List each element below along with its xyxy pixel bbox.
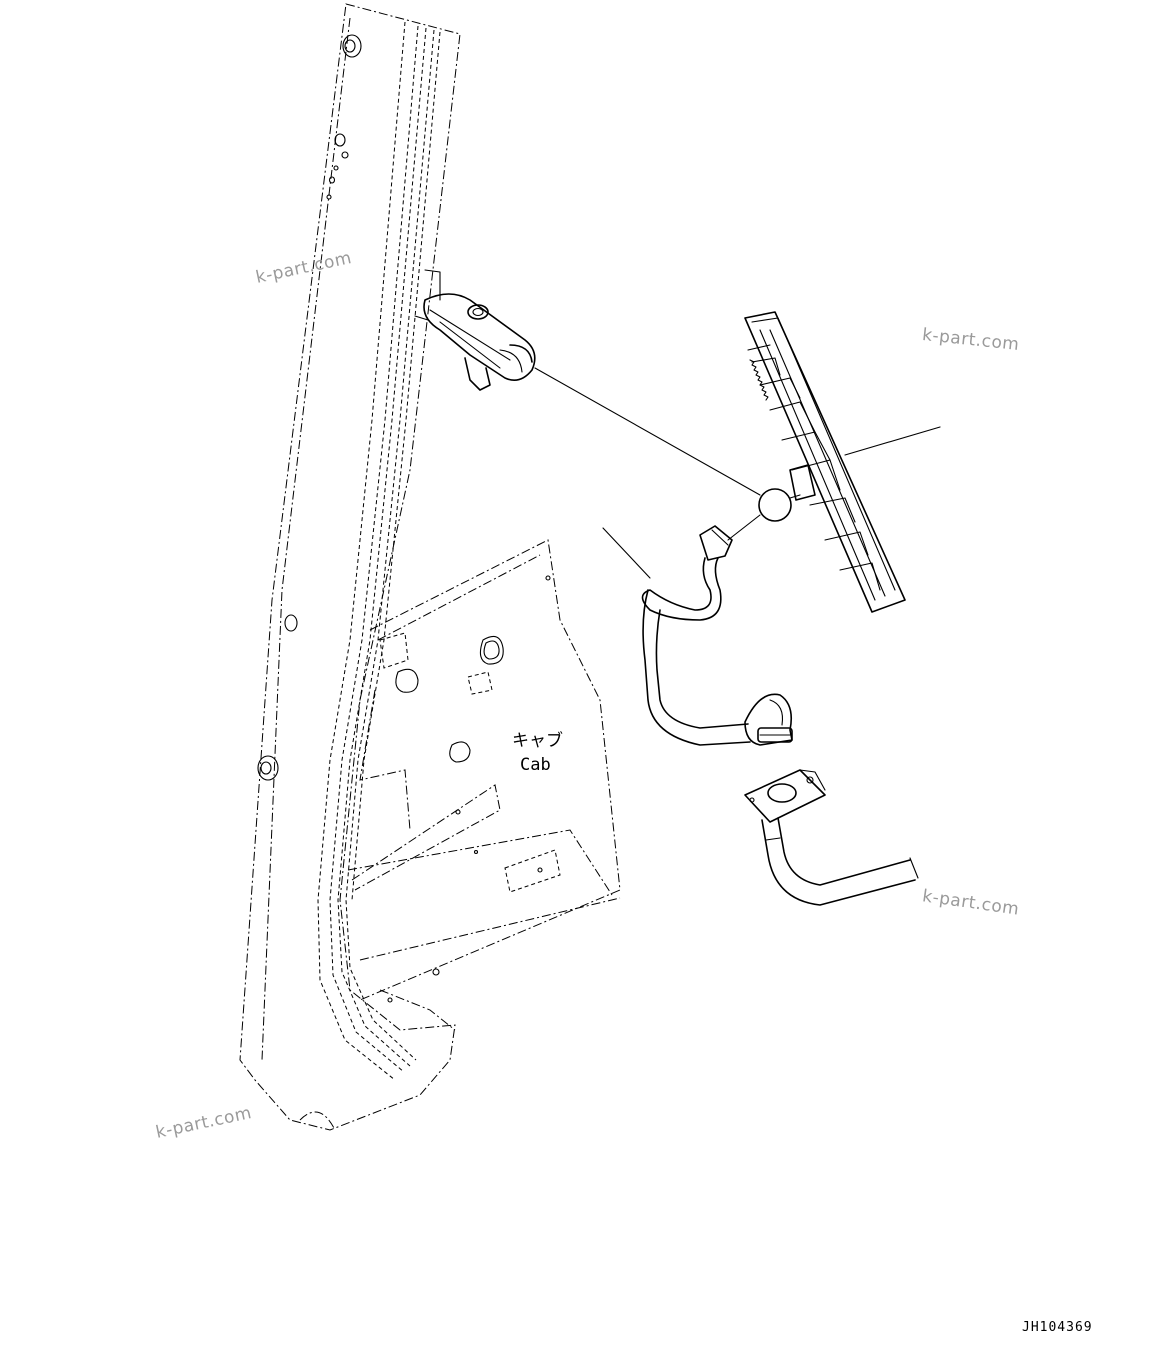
cab-pillar bbox=[239, 3, 461, 1131]
cab-label-en: Cab bbox=[520, 755, 551, 775]
leader-line-ball bbox=[727, 514, 761, 541]
leader-line-harness bbox=[602, 527, 651, 579]
leader-line-bracket bbox=[534, 367, 761, 496]
leader-line-mirror bbox=[844, 426, 941, 456]
wire-harness bbox=[641, 525, 793, 746]
cab-label-jp: キャブ bbox=[512, 731, 563, 751]
cab-connector bbox=[744, 769, 919, 906]
rearview-mirror bbox=[744, 311, 906, 613]
drawing-code: JH104369 bbox=[1022, 1320, 1093, 1335]
cab-panel bbox=[347, 539, 621, 1003]
mirror-bracket bbox=[414, 269, 536, 391]
